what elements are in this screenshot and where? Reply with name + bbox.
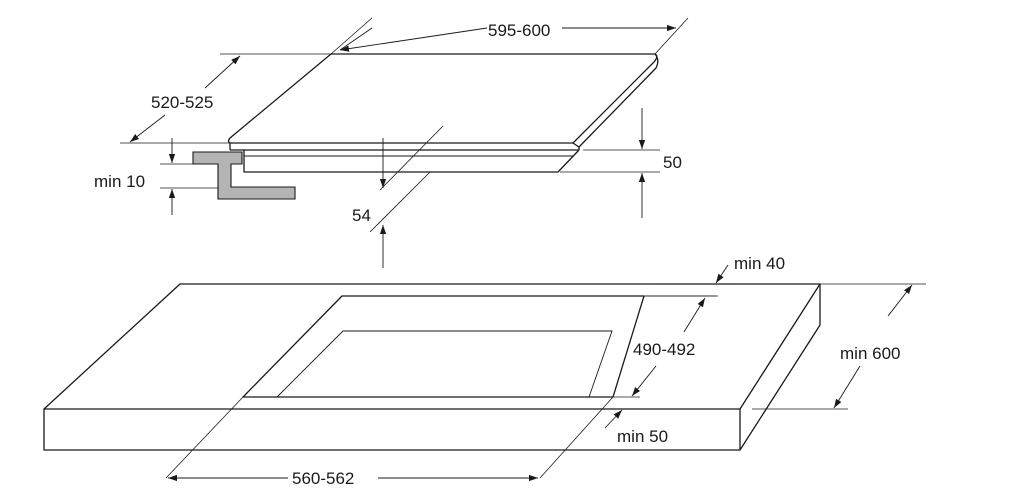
label-hob-height: 50 bbox=[663, 153, 682, 172]
cutout-inner bbox=[276, 330, 613, 398]
dimension-hob-built-in: 54 bbox=[352, 125, 444, 268]
label-cutout-depth: 490-492 bbox=[633, 340, 695, 359]
dimension-worktop-depth: min 600 bbox=[752, 283, 926, 410]
worktop-side-face bbox=[739, 284, 821, 451]
cutout-opening bbox=[242, 295, 645, 398]
worktop-front-face bbox=[43, 409, 741, 451]
fixing-bracket bbox=[192, 151, 296, 200]
dimension-hob-height: 50 bbox=[560, 108, 682, 218]
dimension-cutout-width: 560-562 bbox=[165, 396, 614, 488]
hob-body bbox=[243, 149, 580, 173]
label-hob-built-in: 54 bbox=[352, 206, 371, 225]
hob bbox=[227, 53, 659, 173]
label-worktop-depth: min 600 bbox=[840, 344, 900, 363]
label-rear-clearance: min 40 bbox=[734, 254, 785, 273]
worktop-top-face bbox=[43, 283, 821, 410]
dimension-hob-depth: 520-525 bbox=[120, 53, 331, 144]
dimension-rear-clearance: min 40 bbox=[644, 254, 785, 297]
worktop bbox=[43, 283, 821, 451]
dimension-hob-clearance: min 10 bbox=[94, 138, 218, 215]
label-front-clearance: min 50 bbox=[617, 427, 668, 446]
hob-top-surface bbox=[227, 53, 658, 144]
label-hob-depth: 520-525 bbox=[151, 93, 213, 112]
dimension-front-clearance: min 50 bbox=[600, 408, 668, 446]
label-hob-clearance: min 10 bbox=[94, 172, 145, 191]
label-hob-width: 595-600 bbox=[488, 21, 550, 40]
label-cutout-width: 560-562 bbox=[292, 469, 354, 488]
hob-bevel bbox=[572, 53, 659, 148]
dimension-cutout-depth: 490-492 bbox=[613, 295, 718, 398]
dimension-hob-width: 595-600 bbox=[330, 17, 689, 55]
